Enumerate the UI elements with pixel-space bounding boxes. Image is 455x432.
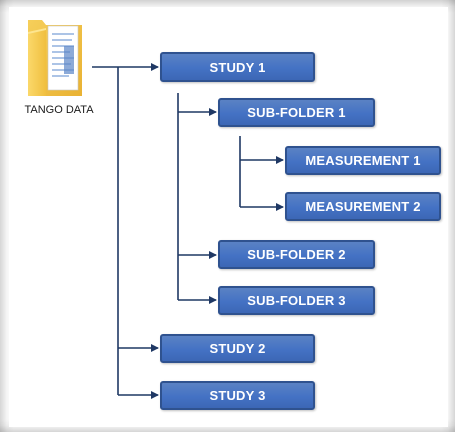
node-study-1[interactable]: STUDY 1 <box>160 52 315 82</box>
node-sub-folder-2[interactable]: SUB-FOLDER 2 <box>218 240 375 269</box>
folder-icon[interactable] <box>24 16 86 100</box>
node-study-2[interactable]: STUDY 2 <box>160 334 315 363</box>
node-measurement-2[interactable]: MEASUREMENT 2 <box>285 192 441 221</box>
node-study-3[interactable]: STUDY 3 <box>160 381 315 410</box>
folder-label: TANGO DATA <box>24 104 94 116</box>
node-measurement-1[interactable]: MEASUREMENT 1 <box>285 146 441 175</box>
node-sub-folder-3[interactable]: SUB-FOLDER 3 <box>218 286 375 315</box>
node-sub-folder-1[interactable]: SUB-FOLDER 1 <box>218 98 375 127</box>
